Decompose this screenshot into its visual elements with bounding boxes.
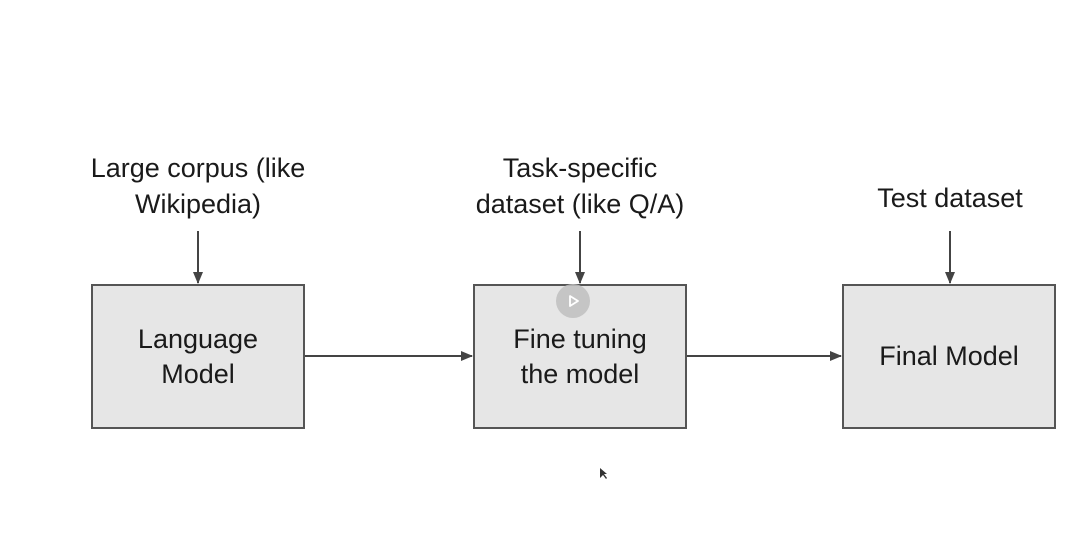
box-final-model: Final Model <box>842 284 1056 429</box>
box-language-model-line2: Model <box>161 358 235 389</box>
box-fine-tuning-line2: the model <box>520 358 640 389</box>
input-label-task-line1: Task-specific <box>502 153 658 183</box>
input-label-task-line2: dataset (like Q/A) <box>475 189 685 219</box>
box-language-model: Language Model <box>91 284 305 429</box>
input-label-corpus: Large corpus (like Wikipedia) <box>48 150 348 222</box>
box-fine-tuning-line1: Fine tuning <box>513 323 647 354</box>
play-triangle-icon <box>569 295 579 307</box>
box-final-model-line1: Final Model <box>879 341 1019 371</box>
input-label-test: Test dataset <box>820 180 1080 216</box>
input-label-test-line1: Test dataset <box>877 183 1023 213</box>
box-language-model-line1: Language <box>137 323 259 354</box>
play-icon[interactable] <box>556 284 590 318</box>
cursor-icon <box>600 468 607 479</box>
input-label-corpus-line1: Large corpus (like <box>90 153 306 183</box>
input-label-corpus-line2: Wikipedia) <box>134 189 262 219</box>
input-label-task: Task-specific dataset (like Q/A) <box>440 150 720 222</box>
